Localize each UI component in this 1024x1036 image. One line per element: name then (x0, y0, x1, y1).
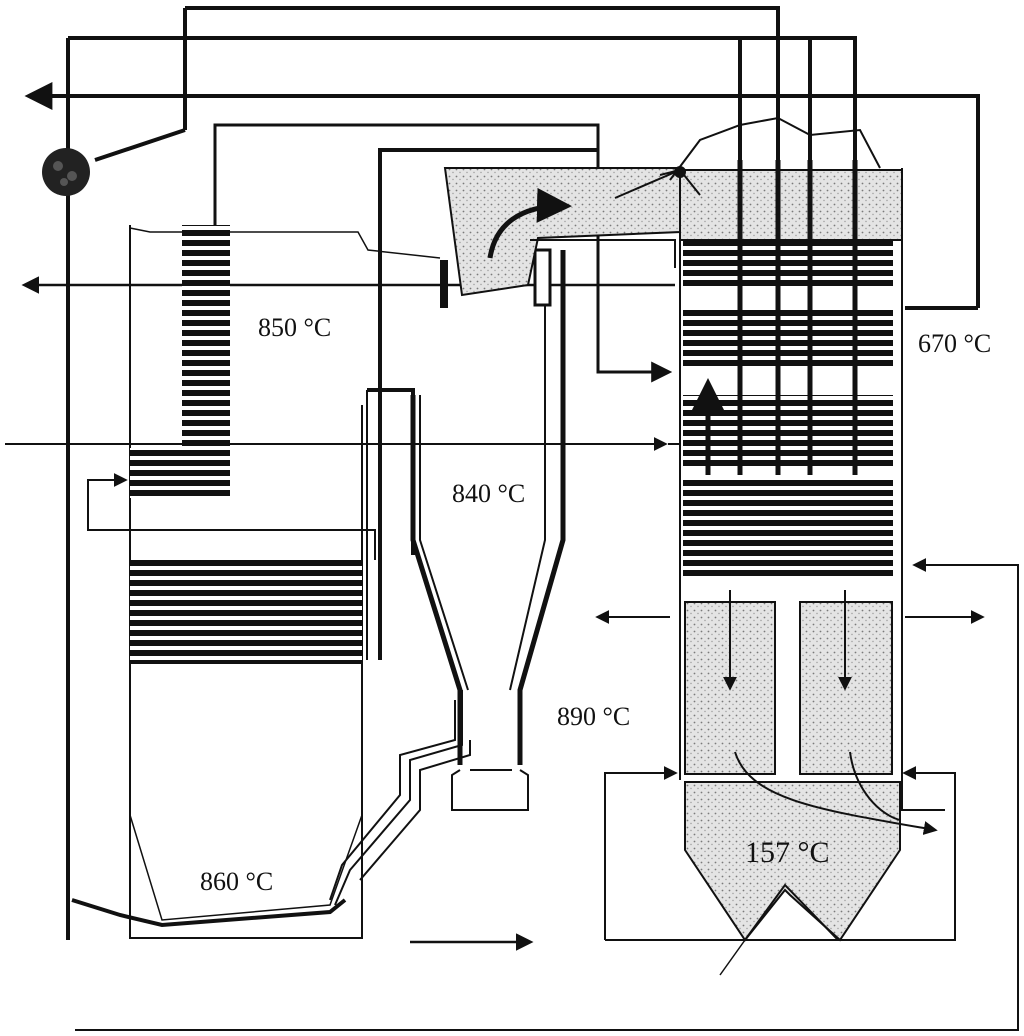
label-furnace-upper: 850 °C (258, 313, 331, 342)
piping-network (5, 6, 1019, 1031)
main-steam-outlet (24, 82, 980, 200)
label-backpass: 670 °C (918, 329, 991, 358)
heat-exchangers (595, 590, 985, 775)
riser-top-line (68, 36, 742, 160)
backpass-top-plenum (679, 169, 903, 241)
label-furnace-bottom: 860 °C (200, 867, 273, 896)
label-between: 890 °C (557, 702, 630, 731)
label-hopper: 157 °C (745, 836, 830, 869)
bottom-return-line (75, 558, 1019, 1031)
top-separator (440, 167, 681, 308)
hopper (604, 751, 956, 976)
drum-connector (94, 128, 186, 162)
backpass (614, 116, 945, 811)
superheater-pipe (213, 123, 673, 383)
primary-superheater-bank (683, 395, 893, 470)
label-cyclone: 840 °C (452, 479, 525, 508)
temperature-labels: 850 °C 840 °C 670 °C 890 °C 860 °C 157 °… (200, 313, 991, 896)
cyclone (329, 148, 598, 906)
evaporator-bank (130, 560, 362, 664)
economizer-small-bank (130, 448, 230, 498)
economizer-bank (683, 478, 893, 576)
drum-feed-line (185, 6, 780, 160)
reheater-bank (683, 240, 893, 290)
superheater-bank (683, 310, 893, 370)
riser-3 (740, 36, 857, 160)
furnace (71, 225, 441, 939)
steam-drum (42, 148, 90, 196)
